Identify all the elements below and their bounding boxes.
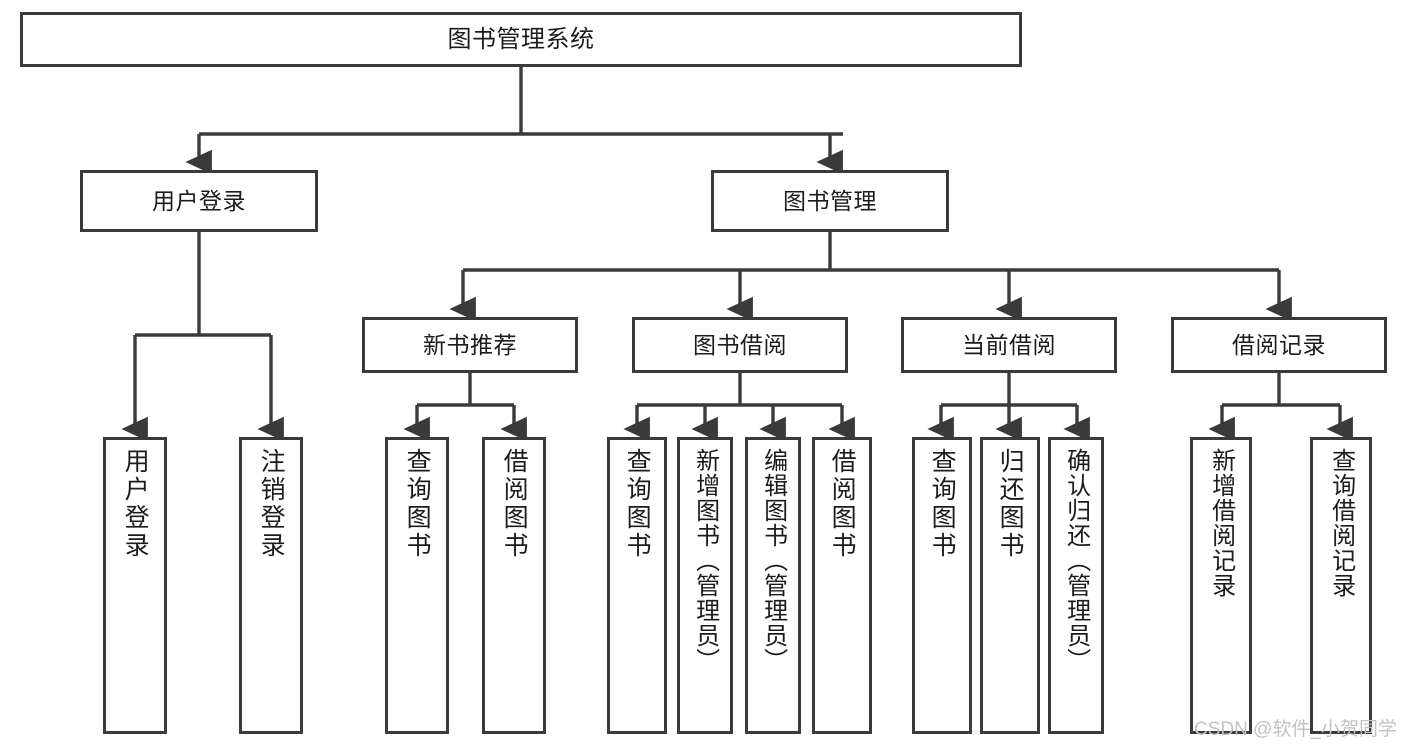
- leaf-edit-book-admin[interactable]: 编辑图书（管理员）: [745, 437, 801, 734]
- node-label: 图书借阅: [693, 331, 787, 358]
- node-label: 用户登录: [121, 448, 150, 560]
- csdn-watermark: CSDN @软件_小贺同学: [1194, 719, 1397, 740]
- leaf-user-login[interactable]: 用户登录: [103, 437, 167, 734]
- leaf-return-book[interactable]: 归还图书: [980, 437, 1040, 734]
- node-new-book-recommend[interactable]: 新书推荐: [362, 317, 578, 373]
- node-label: 借阅记录: [1232, 331, 1326, 358]
- leaf-query-book-recommend[interactable]: 查询图书: [385, 437, 449, 734]
- leaf-logout-login[interactable]: 注销登录: [239, 437, 303, 734]
- leaf-add-book-admin[interactable]: 新增图书（管理员）: [677, 437, 733, 734]
- node-book-borrow[interactable]: 图书借阅: [632, 317, 848, 373]
- node-label: 新增借阅记录: [1207, 448, 1235, 598]
- leaf-borrow-book-borrow[interactable]: 借阅图书: [812, 437, 872, 734]
- node-label: 查询图书: [623, 448, 652, 560]
- node-label: 查询借阅记录: [1327, 448, 1355, 598]
- node-label: 当前借阅: [962, 331, 1056, 358]
- node-label: 借阅图书: [828, 448, 857, 560]
- leaf-query-book-current[interactable]: 查询图书: [912, 437, 972, 734]
- node-user-login[interactable]: 用户登录: [80, 170, 318, 232]
- node-label: 编辑图书（管理员）: [759, 448, 787, 673]
- leaf-query-borrow-record[interactable]: 查询借阅记录: [1310, 437, 1372, 734]
- node-label: 借阅图书: [500, 448, 529, 560]
- leaf-add-borrow-record[interactable]: 新增借阅记录: [1190, 437, 1252, 734]
- node-label: 注销登录: [257, 448, 286, 560]
- node-label: 归还图书: [996, 448, 1025, 560]
- node-label: 查询图书: [928, 448, 957, 560]
- node-label: 确认归还（管理员）: [1062, 448, 1090, 673]
- node-borrow-record[interactable]: 借阅记录: [1171, 317, 1387, 373]
- node-label: 图书管理: [783, 187, 877, 214]
- node-book-management[interactable]: 图书管理: [711, 170, 949, 232]
- node-label: 新书推荐: [423, 331, 517, 358]
- leaf-borrow-book-recommend[interactable]: 借阅图书: [482, 437, 546, 734]
- leaf-confirm-return-admin[interactable]: 确认归还（管理员）: [1048, 437, 1104, 734]
- node-label: 新增图书（管理员）: [691, 448, 719, 673]
- node-label: 查询图书: [403, 448, 432, 560]
- node-label: 图书管理系统: [447, 25, 595, 53]
- node-label: 用户登录: [152, 187, 246, 214]
- node-root-book-management-system[interactable]: 图书管理系统: [20, 12, 1022, 67]
- leaf-query-book-borrow[interactable]: 查询图书: [607, 437, 667, 734]
- node-current-borrow[interactable]: 当前借阅: [901, 317, 1117, 373]
